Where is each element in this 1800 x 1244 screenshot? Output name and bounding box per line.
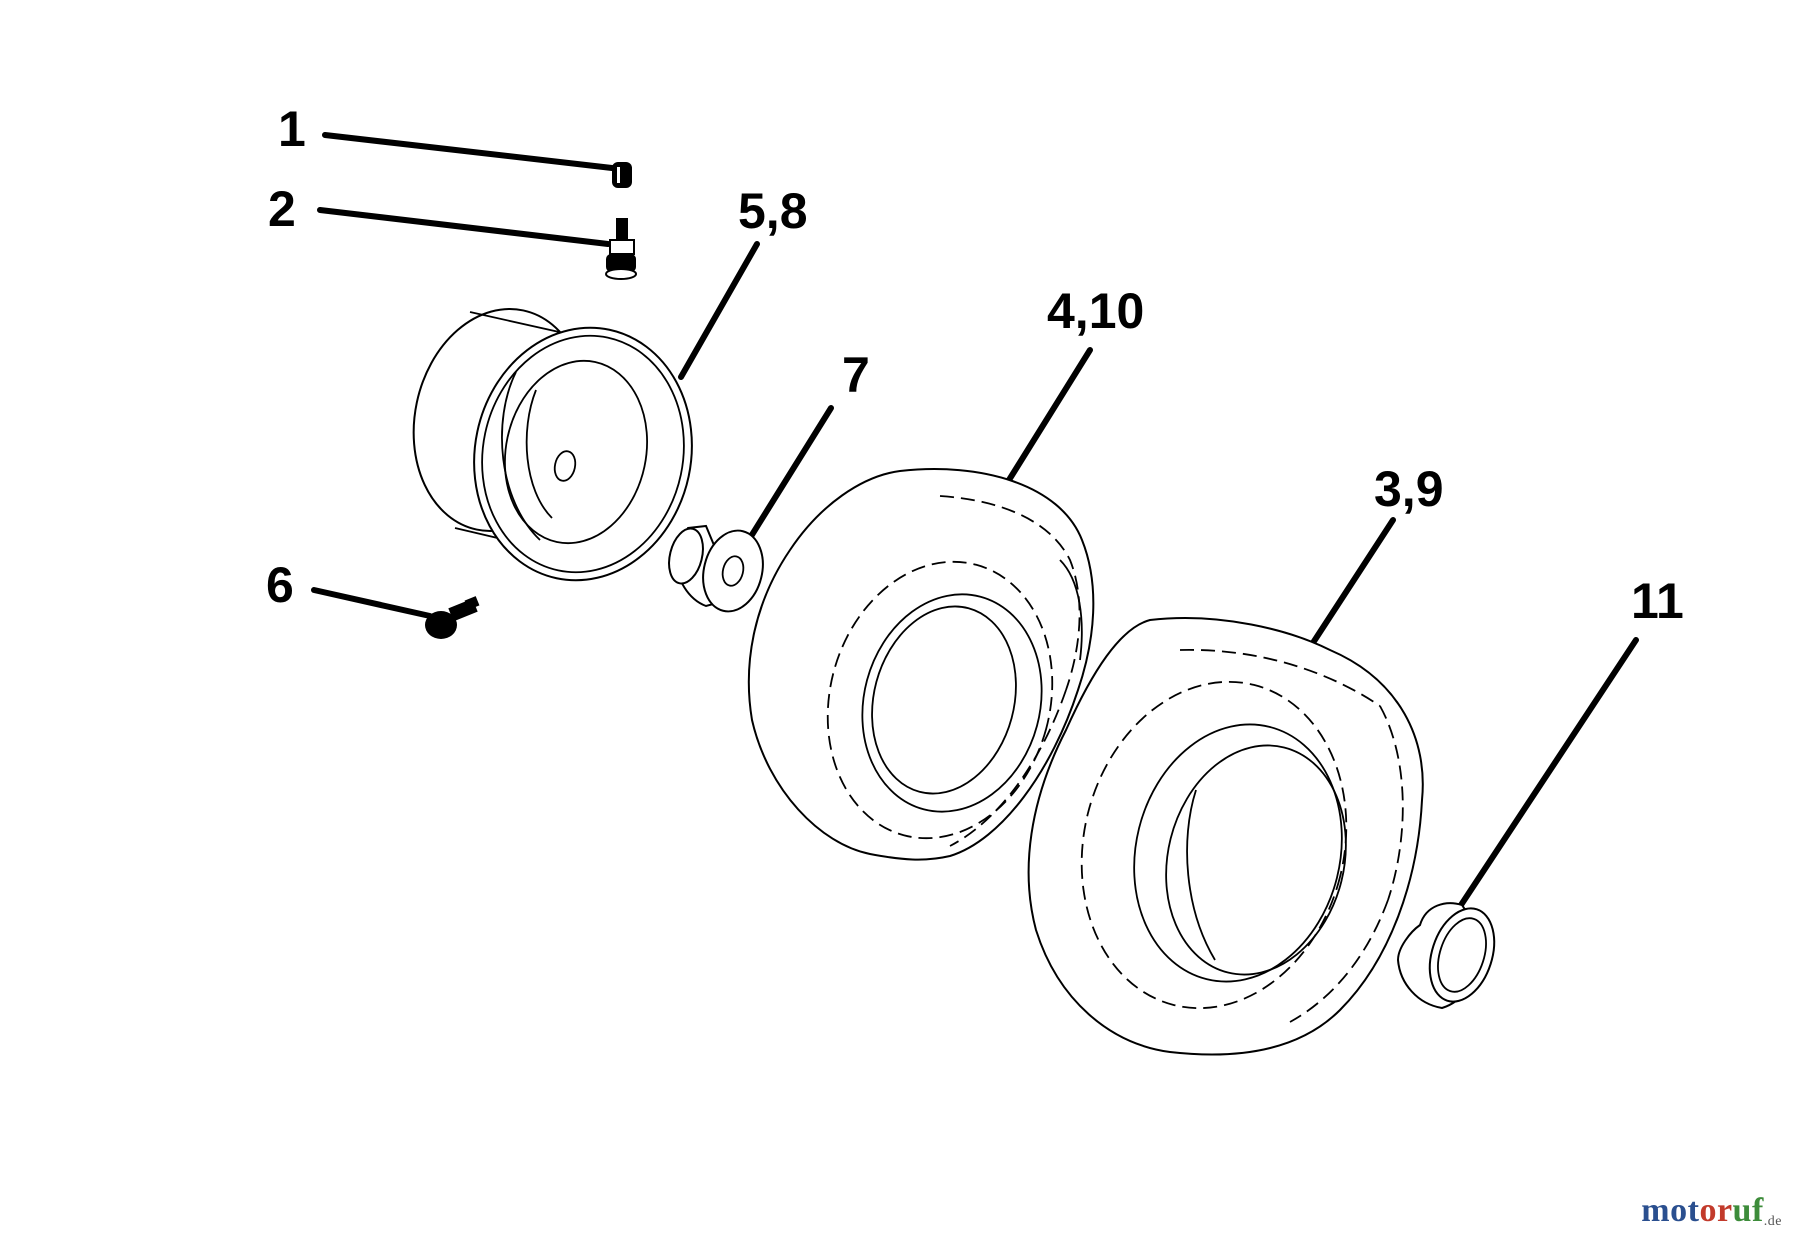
callout-5-8: 5,8 xyxy=(738,183,808,239)
outer-tire-part xyxy=(1027,617,1424,1056)
callout-6: 6 xyxy=(266,557,294,613)
bushing-part xyxy=(668,524,764,613)
callout-7: 7 xyxy=(842,347,870,403)
motoruf-watermark: motoruf.de xyxy=(1641,1192,1782,1230)
leader-line-4-10 xyxy=(1006,347,1093,483)
leader-line-5-8 xyxy=(678,241,760,380)
watermark-part-3: uf xyxy=(1732,1192,1764,1229)
wheel-rim-part xyxy=(412,308,693,582)
callout-11: 11 xyxy=(1631,573,1684,629)
callout-3-9: 3,9 xyxy=(1374,461,1444,517)
leader-line-3-9 xyxy=(1304,517,1396,655)
watermark-tld: .de xyxy=(1763,1214,1782,1229)
watermark-part-1: mot xyxy=(1641,1192,1700,1229)
leader-line-11 xyxy=(1458,637,1639,908)
leader-line-1 xyxy=(322,132,615,171)
callout-4-10: 4,10 xyxy=(1047,283,1144,339)
valve-cap-part xyxy=(612,162,632,188)
watermark-part-2: or xyxy=(1699,1192,1733,1229)
end-cap-part xyxy=(1396,902,1496,1010)
leader-line-2 xyxy=(317,207,611,247)
inner-tire-part xyxy=(747,468,1095,861)
lug-bolt-part xyxy=(425,596,480,639)
callout-2: 2 xyxy=(268,181,296,237)
callout-1: 1 xyxy=(278,101,306,157)
leader-line-7 xyxy=(747,405,834,541)
valve-stem-part xyxy=(605,218,637,280)
leader-line-6 xyxy=(311,587,433,619)
